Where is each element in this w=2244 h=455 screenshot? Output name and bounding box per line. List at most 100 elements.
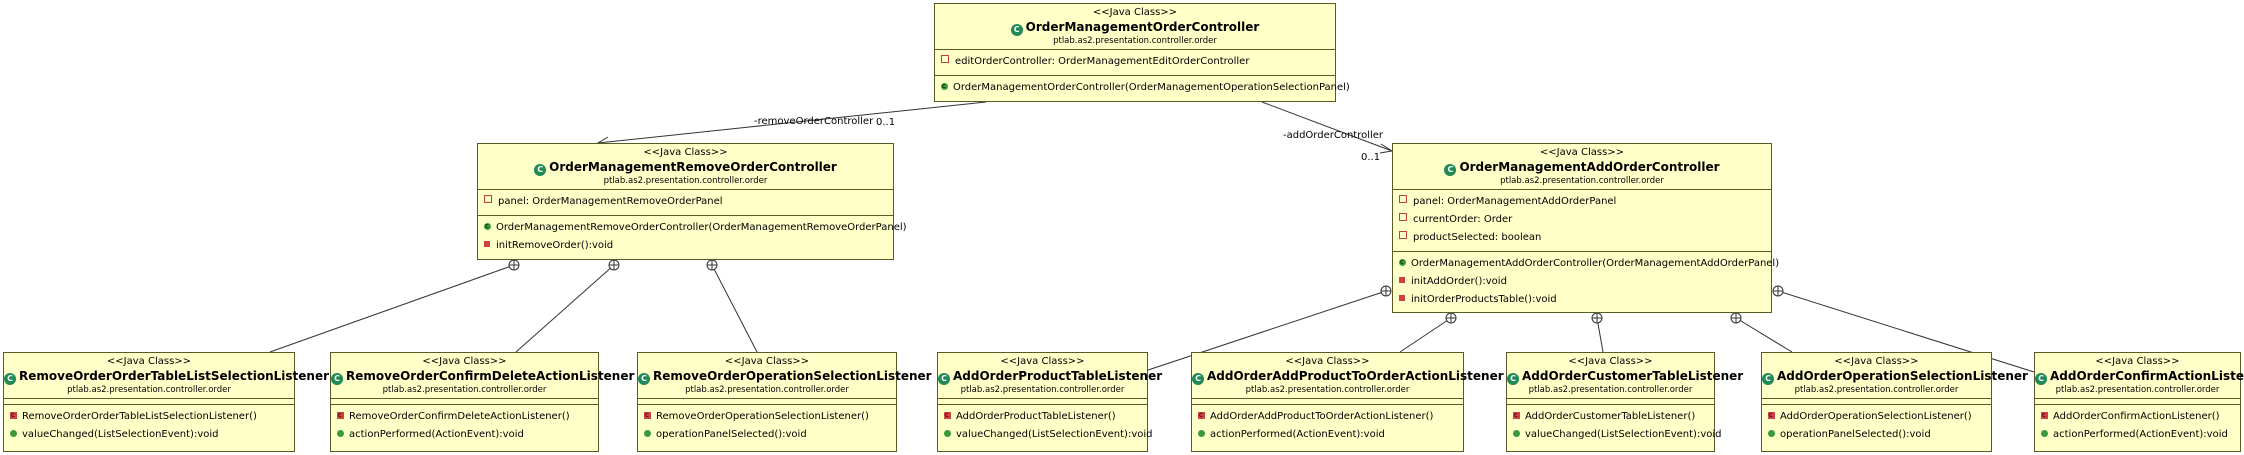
method: RemoveOrderOrderTableListSelectionListen… — [10, 406, 288, 426]
stereotype: <<Java Class>> — [1285, 356, 1370, 367]
public-method-icon — [10, 430, 17, 437]
class-icon: C — [1507, 373, 1519, 385]
methods-section: RemoveOrderOperationSelectionListener() … — [638, 404, 896, 448]
class-icon: C — [638, 373, 650, 385]
public-method-icon — [337, 430, 344, 437]
method: RemoveOrderOperationSelectionListener() — [644, 406, 890, 426]
methods-section: AddOrderCustomerTableListener() valueCha… — [1507, 404, 1722, 448]
class-name: RemoveOrderOperationSelectionListener — [653, 369, 932, 383]
class-name: AddOrderConfirmActionListener — [2050, 369, 2244, 383]
class-name: AddOrderCustomerTableListener — [1522, 369, 1744, 383]
class-name: OrderManagementRemoveOrderController — [549, 160, 837, 174]
attributes-section — [638, 398, 896, 404]
private-method-icon — [1399, 295, 1405, 301]
public-constructor-icon — [941, 77, 948, 95]
nesting-line-l5 — [1399, 317, 1452, 353]
method: actionPerformed(ActionEvent):void — [2041, 426, 2234, 444]
class-name: OrderManagementOrderController — [1025, 20, 1260, 34]
package-name: ptlab.as2.presentation.controller.order — [2055, 385, 2220, 395]
attributes-section — [1762, 398, 1991, 404]
class-icon: C — [331, 373, 343, 385]
public-method-icon — [1513, 430, 1520, 437]
public-method-icon — [1768, 430, 1775, 437]
class-name: AddOrderOperationSelectionListener — [1777, 369, 2028, 383]
attributes-section — [1507, 398, 1714, 404]
methods-section: OrderManagementRemoveOrderController(Ord… — [478, 215, 907, 259]
method: initOrderProductsTable():void — [1399, 291, 1765, 309]
stereotype: <<Java Class>> — [1568, 356, 1653, 367]
method: initRemoveOrder():void — [484, 237, 887, 255]
stereotype: <<Java Class>> — [1092, 7, 1178, 18]
package-name: ptlab.as2.presentation.controller.order — [603, 176, 768, 186]
class-name: AddOrderAddProductToOrderActionListener — [1207, 369, 1504, 383]
method: operationPanelSelected():void — [644, 426, 890, 444]
role-remove-label: -removeOrderController — [754, 116, 874, 127]
private-field-icon — [1399, 231, 1407, 239]
methods-section: OrderManagementOrderController(OrderMana… — [935, 75, 1350, 101]
methods-section: AddOrderConfirmActionListener() actionPe… — [2035, 404, 2240, 448]
package-name: ptlab.as2.presentation.controller.order — [1500, 176, 1664, 186]
methods-section: RemoveOrderOrderTableListSelectionListen… — [4, 404, 294, 448]
stereotype: <<Java Class>> — [1834, 356, 1919, 367]
private-constructor-icon — [1198, 406, 1205, 424]
attribute: currentOrder: Order — [1399, 211, 1765, 229]
method: AddOrderOperationSelectionListener() — [1768, 406, 1985, 426]
method: AddOrderProductTableListener() — [944, 406, 1141, 426]
role-add-label: -addOrderController — [1283, 130, 1384, 141]
public-method-icon — [944, 430, 951, 437]
package-name: ptlab.as2.presentation.controller.order — [1053, 36, 1217, 46]
stereotype: <<Java Class>> — [422, 356, 507, 367]
private-constructor-icon — [2041, 406, 2048, 424]
private-constructor-icon — [644, 406, 651, 424]
private-constructor-icon — [337, 406, 344, 424]
method: actionPerformed(ActionEvent):void — [337, 426, 592, 444]
public-method-icon — [644, 430, 651, 437]
stereotype: <<Java Class>> — [1000, 356, 1085, 367]
method: AddOrderAddProductToOrderActionListener(… — [1198, 406, 1457, 426]
attributes-section — [1192, 398, 1463, 404]
methods-section: RemoveOrderConfirmDeleteActionListener()… — [331, 404, 598, 448]
package-name: ptlab.as2.presentation.controller.order — [685, 385, 849, 395]
private-constructor-icon — [10, 406, 17, 424]
attributes-section — [4, 398, 294, 404]
class-name: RemoveOrderConfirmDeleteActionListener — [346, 369, 635, 383]
method: OrderManagementRemoveOrderController(Ord… — [484, 217, 907, 237]
class-icon: C — [1762, 373, 1774, 385]
private-field-icon — [1399, 195, 1407, 203]
private-method-icon — [484, 241, 490, 247]
stereotype: <<Java Class>> — [724, 356, 810, 367]
package-name: ptlab.as2.presentation.controller.order — [960, 385, 1125, 395]
nesting-line-l7 — [1735, 317, 1793, 353]
attribute: panel: OrderManagementRemoveOrderPanel — [484, 193, 887, 211]
attributes-section — [938, 398, 1147, 404]
attributes-section: editOrderController: OrderManagementEdit… — [935, 49, 1335, 75]
nesting-line-l3 — [711, 264, 758, 353]
nesting-markers — [508, 259, 1784, 324]
class-icon: C — [534, 164, 547, 176]
attributes-section: panel: OrderManagementRemoveOrderPanel — [478, 189, 893, 215]
package-name: ptlab.as2.presentation.controller.order — [1245, 385, 1410, 395]
public-constructor-icon — [484, 217, 491, 235]
methods-section: AddOrderProductTableListener() valueChan… — [938, 404, 1153, 448]
